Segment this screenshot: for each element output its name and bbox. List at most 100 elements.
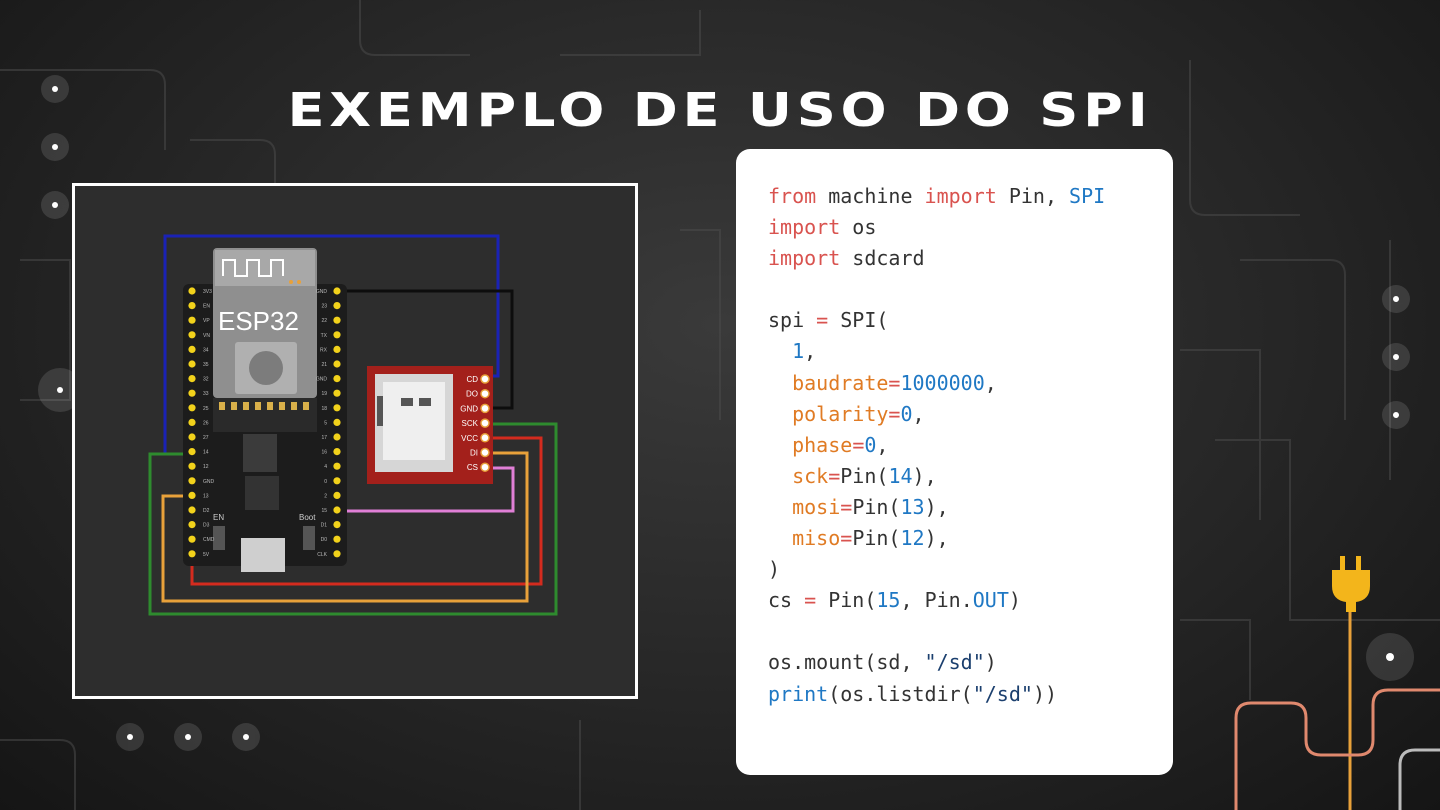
wire-sck <box>148 422 558 616</box>
sd-pin <box>480 462 490 472</box>
code-token <box>768 371 792 395</box>
code-line: import os <box>768 212 1105 243</box>
board-pin-label: GND <box>316 289 328 295</box>
code-token: = <box>840 494 853 519</box>
board-pin <box>333 345 341 353</box>
code-token: "/sd" <box>972 681 1033 706</box>
code-token: os.mount(sd, <box>768 650 925 675</box>
code-token: ), <box>912 463 937 488</box>
board-pin-label: 21 <box>321 362 327 368</box>
code-token: spi <box>768 308 817 333</box>
board-pin-label: 5V <box>203 552 210 558</box>
en-button <box>213 526 225 550</box>
board-pin-label: 0 <box>324 479 327 485</box>
code-line: cs = Pin(15, Pin.OUT) <box>768 585 1105 616</box>
code-token <box>768 339 792 363</box>
code-line: from machine import Pin, SPI <box>768 181 1105 212</box>
sd-card-slot-inner <box>383 382 445 460</box>
code-line: miso=Pin(12), <box>768 523 1105 554</box>
board-pin <box>333 491 341 499</box>
wire-di <box>161 451 529 603</box>
code-token: , Pin. <box>900 588 973 613</box>
board-pin <box>333 462 341 470</box>
code-token: Pin( <box>840 463 889 488</box>
code-token: , <box>876 432 889 457</box>
board-pin <box>333 287 341 295</box>
board-pin-label: 16 <box>321 450 327 456</box>
board-pin-label: 22 <box>321 318 327 324</box>
code-line: phase=0, <box>768 430 1105 461</box>
code-token: baudrate <box>792 370 889 395</box>
board-pin-label: 35 <box>203 362 209 368</box>
code-token: ), <box>924 526 949 551</box>
board-pin-label: VN <box>203 333 210 339</box>
code-token: ) <box>1008 588 1021 613</box>
code-token: = <box>804 588 817 613</box>
code-line <box>768 616 1105 647</box>
code-token: from <box>768 184 817 208</box>
code-token: os <box>840 215 877 240</box>
board-pin <box>333 418 341 426</box>
board-pin <box>188 389 196 397</box>
board-pin-label: 19 <box>321 391 327 397</box>
code-token: 13 <box>900 494 925 519</box>
board-pin <box>333 521 341 529</box>
code-token: ) <box>768 557 781 582</box>
board-pin-label: 26 <box>203 420 209 426</box>
code-token: OUT <box>972 588 1009 613</box>
voltage-regulator <box>243 434 277 472</box>
board-pin-label: 33 <box>203 391 209 397</box>
sd-pin <box>480 418 490 428</box>
en-button-label: EN <box>213 513 224 522</box>
code-token: SPI <box>1069 184 1106 208</box>
code-line: os.mount(sd, "/sd") <box>768 647 1105 678</box>
code-token <box>768 495 792 519</box>
board-pin-label: 32 <box>203 377 209 383</box>
board-pin <box>188 462 196 470</box>
code-token <box>768 464 792 488</box>
sd-pin-label: VCC <box>461 434 478 443</box>
board-pin-label: 12 <box>203 464 209 470</box>
board-pin-label: RX <box>320 347 328 353</box>
board-pin <box>188 433 196 441</box>
board-pin-label: D1 <box>321 523 328 529</box>
sd-pin-label: GND <box>460 404 478 413</box>
board-pin-label: GND <box>316 377 328 383</box>
antenna-trace <box>222 259 284 277</box>
plug-icon <box>1332 556 1370 612</box>
sd-pin-label: SCK <box>462 419 479 428</box>
sd-card-contacts <box>377 396 431 426</box>
board-pin-label: 5 <box>324 420 327 426</box>
code-token: , <box>912 401 925 426</box>
code-token: import <box>924 184 997 208</box>
code-token: miso <box>792 526 841 551</box>
board-pin-label: 34 <box>203 347 209 353</box>
board-label: ESP32 <box>218 306 299 336</box>
code-line: sck=Pin(14), <box>768 461 1105 492</box>
code-token: Pin( <box>852 526 901 551</box>
board-pin <box>333 375 341 383</box>
code-token: 15 <box>876 588 901 613</box>
module-pads <box>219 402 309 410</box>
board-pin <box>188 448 196 456</box>
esp32-antenna <box>215 250 315 286</box>
board-pin <box>333 316 341 324</box>
board-pin-label: 18 <box>321 406 327 412</box>
board-pin <box>333 448 341 456</box>
board-pin-label: 15 <box>321 508 327 514</box>
code-token: 1 <box>792 339 805 364</box>
code-line: polarity=0, <box>768 399 1105 430</box>
circuit-wiring-svg: ESP32 EN Boot 3V3ENVPVN34353233252627141… <box>148 234 558 616</box>
sd-pin <box>480 403 490 414</box>
code-token: phase <box>792 432 853 457</box>
board-pin <box>333 506 341 514</box>
code-token: 1000000 <box>900 370 985 395</box>
code-line: 1, <box>768 336 1105 367</box>
code-token: machine <box>816 184 925 208</box>
board-pin <box>188 331 196 339</box>
board-pin <box>333 404 341 412</box>
sd-pin <box>480 433 490 443</box>
board-pin-label: 13 <box>203 493 209 499</box>
